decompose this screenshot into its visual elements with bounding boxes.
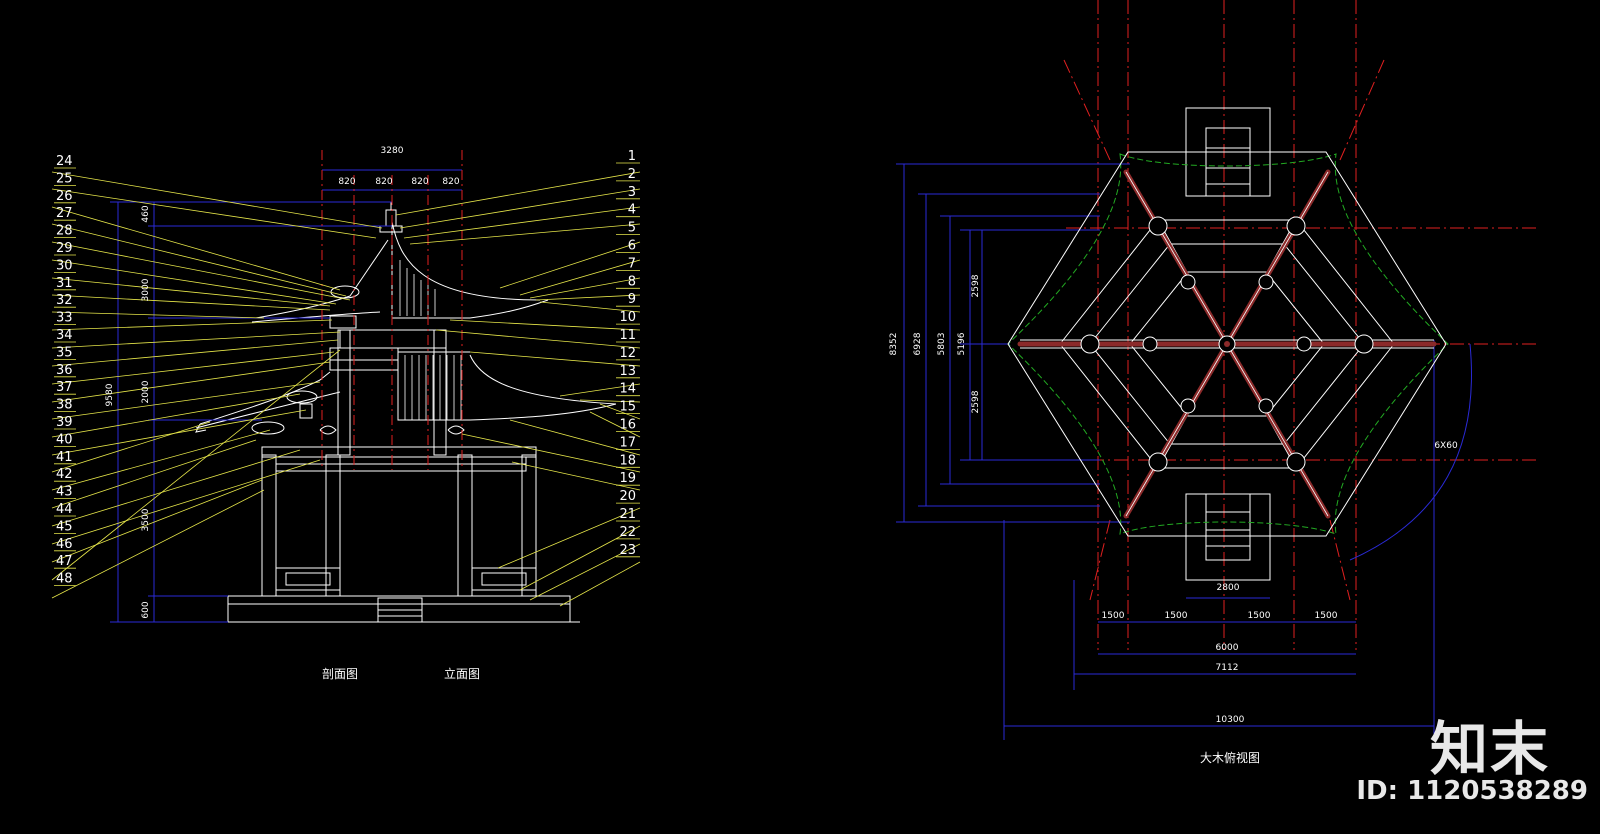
plan-dim-5196: 5196 xyxy=(957,332,967,355)
label-number-9: 9 xyxy=(628,292,636,307)
dim-top-part-4: 820 xyxy=(442,177,459,187)
dim-left-460: 460 xyxy=(141,205,151,222)
label-number-46: 46 xyxy=(56,537,73,552)
caption-section: 剖面图 xyxy=(322,667,358,681)
dim-left-3500: 3500 xyxy=(141,508,151,531)
label-number-32: 32 xyxy=(56,293,73,308)
label-number-1: 1 xyxy=(628,149,636,164)
dim-left-600: 600 xyxy=(141,601,151,618)
label-number-8: 8 xyxy=(628,274,636,289)
label-number-13: 13 xyxy=(619,364,636,379)
label-number-11: 11 xyxy=(619,328,636,343)
label-number-4: 4 xyxy=(628,203,636,218)
dim-top-part-1: 820 xyxy=(338,177,355,187)
plan-dim-angle: 6X60 xyxy=(1434,441,1458,451)
label-number-3: 3 xyxy=(628,185,636,200)
dim-top-part-2: 820 xyxy=(375,177,392,187)
label-number-33: 33 xyxy=(56,311,73,326)
label-number-38: 38 xyxy=(56,398,73,413)
label-number-42: 42 xyxy=(56,467,73,482)
section-elevation-drawing xyxy=(195,202,617,623)
label-number-26: 26 xyxy=(56,189,73,204)
plan-dim-2598-upper: 2598 xyxy=(971,274,981,297)
label-number-44: 44 xyxy=(56,502,73,517)
plan-dim-1500-2: 1500 xyxy=(1165,611,1188,621)
plan-dim-5803: 5803 xyxy=(937,333,947,356)
label-number-40: 40 xyxy=(56,432,73,447)
plan-dim-stair: 2800 xyxy=(1217,583,1240,593)
caption-plan: 大木俯视图 xyxy=(1200,750,1260,765)
label-number-45: 45 xyxy=(56,519,73,534)
label-number-25: 25 xyxy=(56,171,73,186)
label-number-30: 30 xyxy=(56,258,73,273)
label-number-47: 47 xyxy=(56,554,73,569)
section-axis-lines xyxy=(321,150,463,470)
plan-dim-8352: 8352 xyxy=(889,333,899,356)
plan-dim-10300: 10300 xyxy=(1216,715,1245,725)
dim-left-2000: 2000 xyxy=(141,380,151,403)
label-number-35: 35 xyxy=(56,345,73,360)
watermark-image-id: ID: 1120538289 xyxy=(1356,776,1588,806)
label-number-28: 28 xyxy=(56,224,73,239)
label-number-7: 7 xyxy=(628,256,636,271)
label-number-14: 14 xyxy=(619,382,636,397)
label-number-17: 17 xyxy=(619,435,636,450)
label-number-20: 20 xyxy=(619,489,636,504)
section-dimension-lines xyxy=(110,169,462,623)
label-number-37: 37 xyxy=(56,380,73,395)
label-number-43: 43 xyxy=(56,485,73,500)
label-number-5: 5 xyxy=(628,221,636,236)
label-number-27: 27 xyxy=(56,206,73,221)
label-number-31: 31 xyxy=(56,276,73,291)
plan-dim-1500-1: 1500 xyxy=(1102,611,1125,621)
label-number-16: 16 xyxy=(619,418,636,433)
label-number-12: 12 xyxy=(619,346,636,361)
label-number-15: 15 xyxy=(619,400,636,415)
leader-lines xyxy=(51,171,641,607)
dim-top-part-3: 820 xyxy=(411,177,428,187)
label-number-48: 48 xyxy=(56,572,73,587)
label-number-19: 19 xyxy=(619,471,636,486)
plan-dim-2598-lower: 2598 xyxy=(971,390,981,413)
label-number-41: 41 xyxy=(56,450,73,465)
timber-plan-drawing xyxy=(896,0,1536,740)
label-number-21: 21 xyxy=(619,507,636,522)
label-number-29: 29 xyxy=(56,241,73,256)
plan-dim-6000: 6000 xyxy=(1216,643,1239,653)
label-number-22: 22 xyxy=(619,525,636,540)
label-number-39: 39 xyxy=(56,415,73,430)
plan-dim-1500-3: 1500 xyxy=(1248,611,1271,621)
dim-left-3000: 3000 xyxy=(141,278,151,301)
dim-left-total: 9580 xyxy=(105,383,115,406)
label-underlines xyxy=(54,162,640,586)
label-number-18: 18 xyxy=(619,453,636,468)
label-number-23: 23 xyxy=(619,543,636,558)
label-number-36: 36 xyxy=(56,363,73,378)
label-number-10: 10 xyxy=(619,310,636,325)
label-number-6: 6 xyxy=(628,239,636,254)
plan-dim-6928: 6928 xyxy=(913,332,923,355)
label-number-2: 2 xyxy=(628,167,636,182)
dim-top-total: 3280 xyxy=(381,146,404,156)
caption-elevation: 立面图 xyxy=(444,666,480,681)
plan-dim-7112: 7112 xyxy=(1216,663,1239,673)
plan-dim-1500-4: 1500 xyxy=(1315,611,1338,621)
label-numbers-left: 24 25 26 27 28 29 30 31 32 33 34 35 36 37 38 39 40 41 42 43… xyxy=(56,154,73,587)
label-number-24: 24 xyxy=(56,154,73,169)
label-number-34: 34 xyxy=(56,328,73,343)
watermark-brand: 知末 xyxy=(1429,715,1550,783)
